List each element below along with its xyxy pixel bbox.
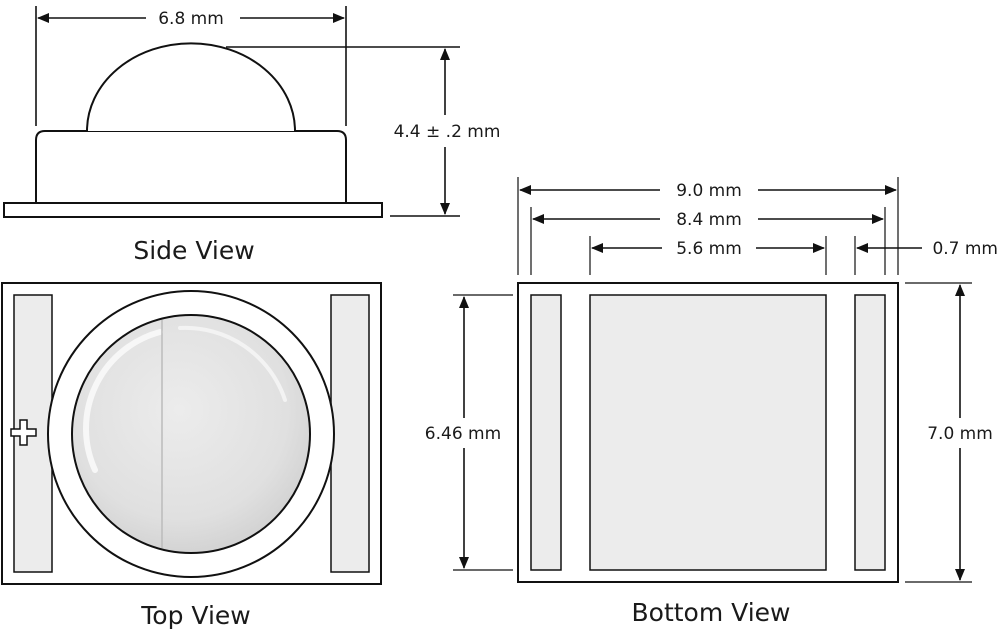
top-pad-right <box>330 294 370 573</box>
top-lens-highlight-2 <box>178 325 287 402</box>
dim-pad-height-label: 6.46 mm <box>425 424 501 444</box>
side-base-plate <box>3 202 383 218</box>
dim-gap-label: 0.7 mm <box>932 239 998 259</box>
top-view-label: Top View <box>140 601 250 630</box>
side-dome <box>86 42 296 132</box>
top-view: Top View <box>1 282 382 630</box>
dim-center-pad-label: 5.6 mm <box>676 239 742 259</box>
polarity-plus-icon <box>10 419 37 446</box>
side-body <box>35 130 347 204</box>
top-lens-highlight <box>83 329 163 473</box>
bottom-pad-left <box>530 294 562 571</box>
dim-pad-span-label: 8.4 mm <box>676 210 742 230</box>
top-lens <box>71 314 311 554</box>
side-view-label: Side View <box>133 236 254 265</box>
dim-total-width-label: 9.0 mm <box>676 181 742 201</box>
dim-total-height-label: 7.0 mm <box>927 424 993 444</box>
bottom-view-label: Bottom View <box>632 598 791 627</box>
bottom-pad-right <box>854 294 886 571</box>
bottom-center-pad <box>589 294 827 571</box>
bottom-view: 9.0 mm 8.4 mm 5.6 mm 0.7 mm 6.46 mm 7.0 … <box>425 177 998 627</box>
side-width-label: 6.8 mm <box>158 9 224 29</box>
side-height-label: 4.4 ± .2 mm <box>394 122 501 142</box>
side-view: 6.8 mm 4.4 ± .2 mm Side View <box>3 6 501 265</box>
